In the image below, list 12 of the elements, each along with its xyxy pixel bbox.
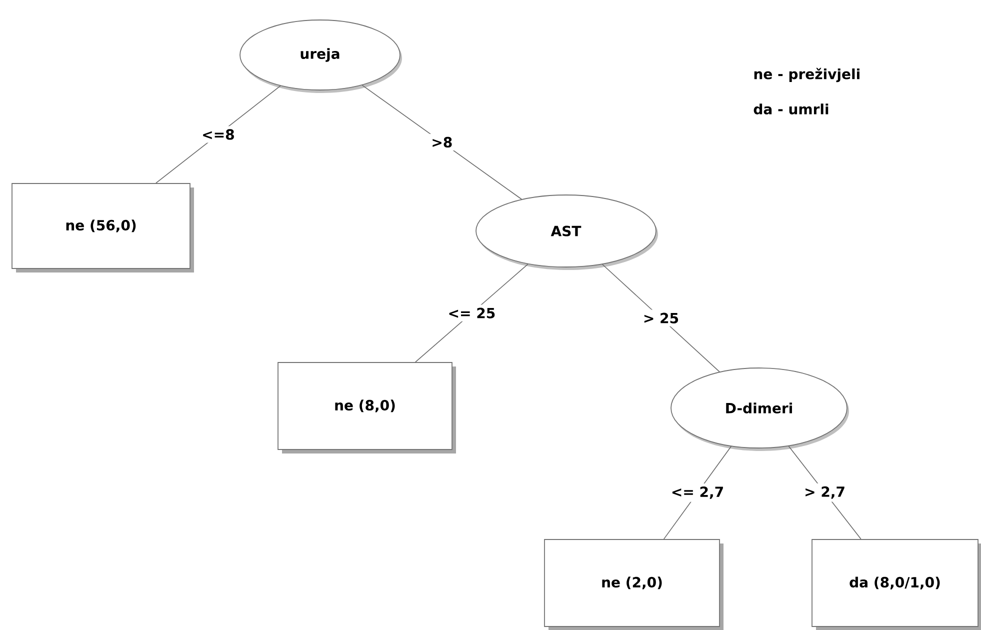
legend-note: ne - preživjeli <box>754 68 860 82</box>
edge-label: <= 25 <box>449 308 495 318</box>
edge-label: <= 2,7 <box>672 486 723 499</box>
edge-label: > 25 <box>644 312 678 324</box>
legend-note: da - umrli <box>754 104 828 114</box>
leaf-box: ne (2,0) <box>544 539 724 630</box>
leaf-box: ne (8,0) <box>278 362 456 454</box>
leaf-box: da (8,0/1,0) <box>812 539 981 630</box>
leaf-box: ne (56,0) <box>12 183 194 272</box>
edge-label: > 2,7 <box>806 486 844 499</box>
edge-label: <=8 <box>203 129 234 140</box>
edge-label: >8 <box>432 136 452 148</box>
